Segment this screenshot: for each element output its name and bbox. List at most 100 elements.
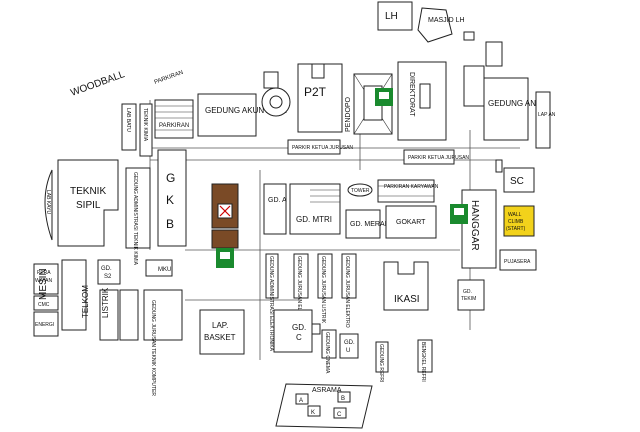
label-wall-climb-2: CLIMB: [508, 219, 524, 225]
label-ikasi: IKASI: [394, 294, 420, 305]
checkpoint-marker-icon: [216, 248, 234, 268]
label-listrik: LISTRIK: [101, 287, 110, 318]
label-gokart: GOKART: [396, 219, 426, 226]
asrama: ASRAMA A B K C: [275, 383, 373, 429]
building-teknik-kimia: [139, 103, 153, 157]
label-asrama-b: B: [341, 396, 345, 402]
gokart: [385, 205, 437, 239]
label-tower: TOWER: [351, 188, 370, 194]
label-gedung-refri: GEDUNG REFRI: [378, 344, 384, 382]
label-asrama-k: K: [311, 410, 315, 416]
building-gedung-admin-kimia: [125, 167, 151, 249]
building-masjid: [417, 7, 453, 43]
label-gd-tekim-1: GD.: [463, 289, 472, 295]
building-gedung-tk: [143, 289, 183, 341]
building-gd-s2: [97, 259, 121, 285]
label-gd-c-1: GD.: [292, 323, 306, 332]
label-masjid: MASJID LH: [428, 17, 465, 24]
label-lap-an: LAP AN: [538, 112, 556, 118]
building-gd-a: [263, 183, 287, 235]
label-lap-basket-1: LAP.: [212, 321, 228, 330]
building-perawatan: [33, 263, 59, 295]
label-woodball: WOODBALL: [69, 69, 126, 99]
label-asrama: ASRAMA: [312, 387, 342, 394]
label-parkir-ketua-1: PARKIR KETUA JURUSAN: [292, 145, 353, 151]
label-gd-s2-2: S2: [104, 274, 112, 280]
label-jurusan-elektronika: GEDUNG JURUSAN ELEKTRONIKA: [296, 256, 302, 340]
building-teknik-sipil: [57, 159, 119, 247]
building-ikasi: [383, 261, 429, 311]
label-parkir-ketua-2: PARKIR KETUA JURUSAN: [408, 155, 469, 161]
label-teknik-kimia: TEKNIK KIMIA: [142, 108, 148, 142]
building-sc: [503, 167, 535, 193]
building-gd-u: [339, 333, 359, 359]
label-parkiran-karyawan: PARKIRAN KARYAWAN: [384, 184, 439, 190]
label-gedung-akuntansi: GEDUNG AKUNTANSI: [205, 106, 287, 115]
building-gd-merah: [345, 209, 381, 239]
building-mku: [145, 259, 173, 277]
label-bengkel-refri: BENGKEL REFRI: [420, 342, 426, 382]
label-jurusan-listrik: GEDUNG JURUSAN LISTRIK: [320, 256, 326, 324]
parkir-ketua-2: [403, 149, 455, 165]
building-lab-batu: [121, 103, 137, 151]
label-mesin: MESIN: [38, 268, 49, 300]
building-hanggar: [461, 189, 497, 269]
label-asrama-a: A: [299, 398, 303, 404]
building-lh: [377, 1, 413, 31]
asrama-a: [295, 393, 309, 405]
label-gedung-cnema: GEDUNG CNEMA: [324, 332, 330, 374]
building-gedung-cnema: [321, 329, 337, 359]
label-gd-u-1: GD.: [344, 340, 355, 346]
building-gd-tekim: [457, 279, 485, 311]
asrama-b: [337, 391, 351, 403]
label-jurusan-elektro: GEDUNG JURUSAN ELEKTRO: [344, 256, 350, 328]
building-gedung-akuntansi: [197, 93, 257, 137]
label-parkiran-top: PARKIRAN: [154, 70, 184, 86]
label-pujasera: PUJASERA: [504, 259, 531, 265]
building-telkom: [99, 289, 119, 341]
label-wall-climb-1: WALL: [508, 212, 522, 218]
wall-climb-start: [503, 205, 535, 237]
label-gd-tekim-2: TEKIM: [461, 296, 476, 302]
label-telkom: TELKOM: [81, 285, 90, 318]
building-jurusan-listrik: [317, 253, 333, 299]
label-gd-s2-1: GD.: [101, 266, 112, 272]
building-tiny-ne: [463, 31, 475, 41]
label-p2t: P2T: [304, 85, 327, 99]
checkpoint-marker-icon: [450, 204, 468, 224]
parkiran-mid: PARKIRAN: [154, 99, 194, 139]
checkpoint-marker-icon: [375, 88, 393, 106]
label-lap-basket-2: BASKET: [204, 333, 236, 342]
building-bengkel-refri: [417, 339, 433, 373]
building-mesin: [61, 259, 87, 331]
building-gd-mtri: GD. MTRI: [289, 183, 341, 235]
label-sc: SC: [510, 176, 524, 187]
label-asrama-c: C: [337, 412, 342, 418]
label-perawatan-1: PERA: [37, 270, 51, 276]
asrama-k: [307, 405, 321, 417]
label-lh: LH: [385, 11, 398, 22]
label-teknik-sipil-2: SIPIL: [76, 200, 101, 211]
label-gd-merah: GD. MERAH: [350, 221, 390, 228]
lap-basket: [199, 309, 245, 355]
label-gedung-an: GEDUNG AN: [488, 99, 536, 108]
building-listrik: [119, 289, 139, 341]
building-cmc: [33, 295, 59, 311]
building-lap-an: [535, 91, 551, 149]
label-perawatan-2: WATAN: [35, 278, 53, 284]
label-gkb-k: K: [166, 193, 174, 207]
label-gedung-tk: GEDUNG JURUSAN TEKNIK KOMPUTER: [150, 300, 156, 396]
building-pujasera: [499, 249, 537, 271]
label-lab-kayu: LAB KAYU: [45, 190, 51, 214]
label-mku: MKU: [158, 267, 171, 273]
parkir-ketua-1: [287, 139, 341, 155]
label-admin-elektro: GEDUNG ADMINISTRASI ELEKTRONIKA: [268, 256, 274, 352]
label-gedung-admin-kimia: GEDUNG ADMINISTRASI TEKNIK KIMIA: [132, 172, 138, 266]
label-wall-climb-3: (START): [506, 226, 526, 232]
label-gkb-b: B: [166, 217, 174, 231]
building-jurusan-elektro: [341, 253, 357, 299]
asrama-c: [333, 407, 347, 419]
building-gedung-an: [483, 77, 529, 141]
